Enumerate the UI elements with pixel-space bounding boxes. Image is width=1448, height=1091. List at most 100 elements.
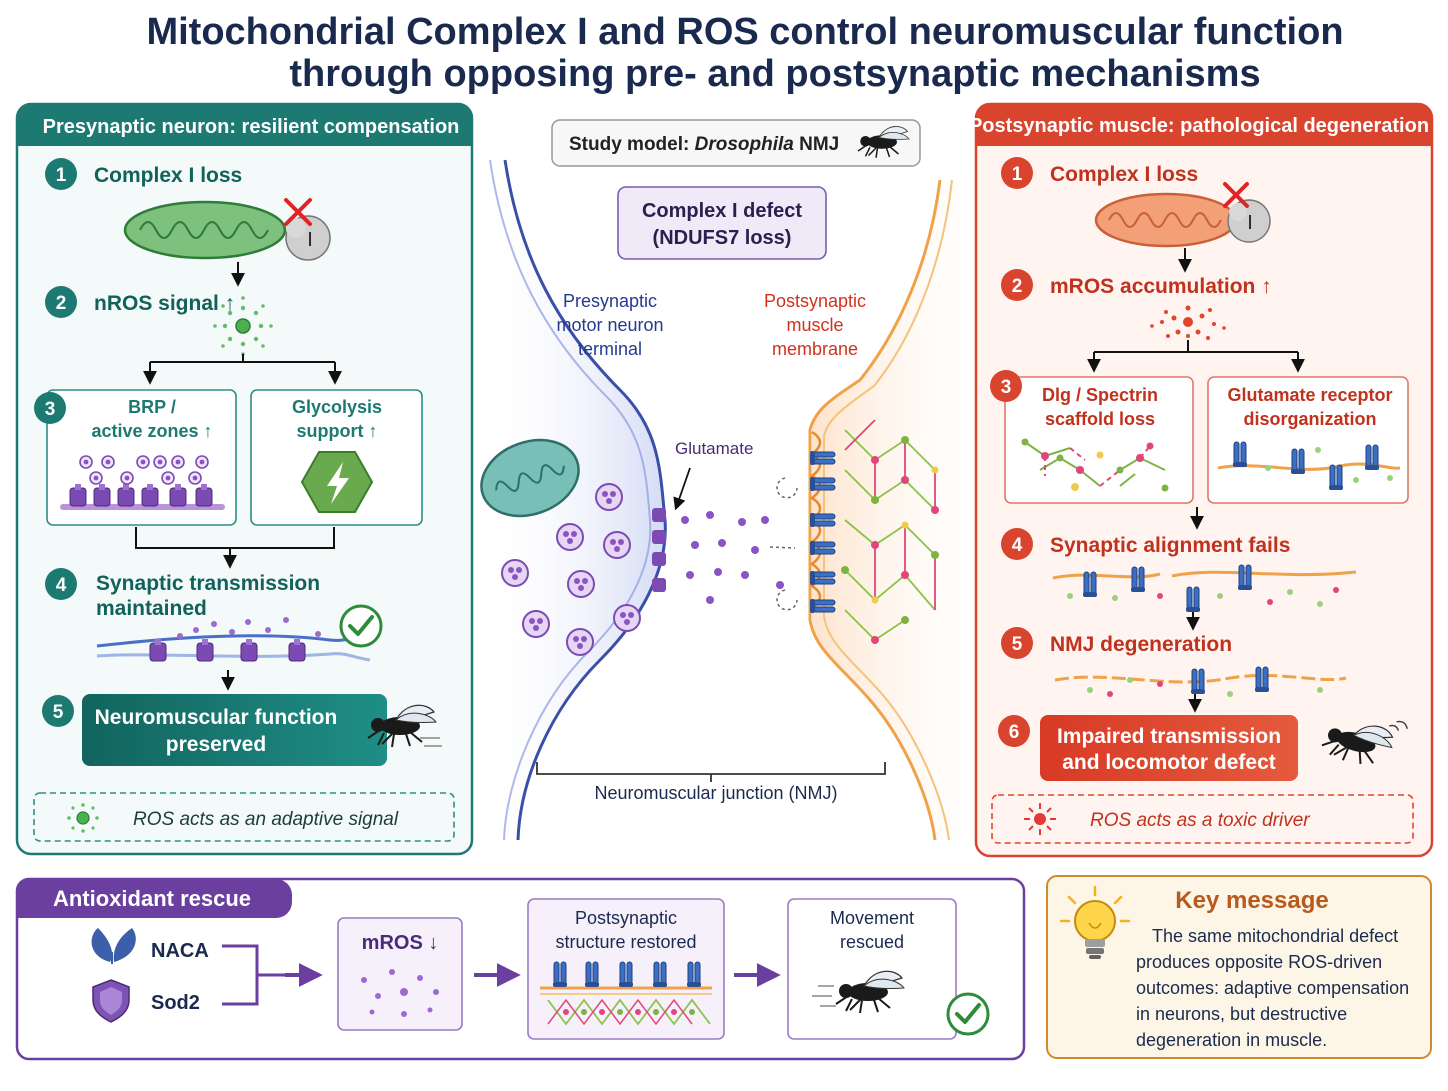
receptor-label-2: disorganization bbox=[1243, 409, 1376, 429]
post-complex-i-icon: I bbox=[1227, 199, 1271, 243]
post-outcome-line-2: and locomotor defect bbox=[1062, 751, 1276, 774]
pre-complex-label: I bbox=[307, 229, 313, 251]
scaffold-label-2: scaffold loss bbox=[1045, 409, 1155, 429]
post-step-3-num: 3 bbox=[1001, 377, 1012, 398]
rescue-header: Antioxidant rescue bbox=[53, 886, 251, 911]
scaffold-network bbox=[841, 419, 939, 644]
presynaptic-header: Presynaptic neuron: resilient compensati… bbox=[43, 116, 460, 138]
mros-burst-icon bbox=[1150, 305, 1226, 340]
post-step-3-badge bbox=[990, 370, 1022, 402]
check-icon bbox=[339, 604, 383, 648]
rescued-fly-icon bbox=[812, 970, 905, 1014]
brp-label-1: BRP / bbox=[128, 397, 176, 417]
release-arrows bbox=[769, 477, 798, 611]
pre-step-4-badge bbox=[45, 568, 77, 600]
post-step-4-badge bbox=[1001, 528, 1033, 560]
postsynaptic-header: Postsynaptic muscle: pathological degene… bbox=[969, 115, 1429, 137]
pre-step-5-num: 5 bbox=[53, 702, 64, 723]
degeneration-icon bbox=[1054, 666, 1347, 697]
pre-outcome-box bbox=[82, 694, 387, 766]
broken-scaffold-icon bbox=[1021, 438, 1169, 492]
pre-terminal-label-2: motor neuron bbox=[556, 315, 663, 335]
pre-step-4-num: 4 bbox=[56, 575, 67, 596]
movement-rescued-line-2: rescued bbox=[840, 932, 904, 952]
key-message-line-2: produces opposite ROS-driven bbox=[1136, 952, 1382, 972]
lightbulb-icon bbox=[1059, 885, 1131, 959]
center-nmj: Study model: Drosophila NMJ Complex I de… bbox=[480, 119, 1000, 841]
pre-step-1-label: Complex I loss bbox=[94, 164, 242, 187]
key-message-title: Key message bbox=[1175, 887, 1328, 914]
pre-step-2-badge bbox=[45, 286, 77, 318]
post-step-2-num: 2 bbox=[1012, 276, 1023, 297]
scaffold-loss-box bbox=[1004, 376, 1194, 504]
postsynaptic-panel: Postsynaptic muscle: pathological degene… bbox=[969, 102, 1434, 858]
title-line-1: Mitochondrial Complex I and ROS control … bbox=[146, 11, 1343, 53]
title-line-2: through opposing pre- and postsynaptic m… bbox=[289, 53, 1260, 95]
post-red-cross-icon bbox=[1223, 182, 1249, 208]
key-message-line-4: in neurons, but destructive bbox=[1136, 1004, 1347, 1024]
key-message-panel: Key message The same mitochondrial defec… bbox=[1046, 875, 1432, 1059]
scaffold-label-1: Dlg / Spectrin bbox=[1042, 385, 1158, 405]
post-outcome-line-1: Impaired transmission bbox=[1057, 725, 1281, 748]
rescue-agent-sod2: Sod2 bbox=[151, 992, 200, 1014]
rescue-panel: Antioxidant rescue NACA Sod2 mROS ↓ Post… bbox=[15, 877, 1026, 1061]
glycolysis-label-2: support ↑ bbox=[297, 421, 378, 441]
post-membrane-label-2: muscle bbox=[786, 315, 843, 335]
post-note-box bbox=[991, 794, 1414, 844]
glutamate-molecules bbox=[681, 511, 784, 604]
pre-outcome-line-2: preserved bbox=[166, 733, 266, 756]
nmj-bracket bbox=[536, 762, 886, 782]
post-membrane-label-1: Postsynaptic bbox=[764, 291, 866, 311]
pre-outcome-line-1: Neuromuscular function bbox=[95, 706, 338, 729]
brp-label-2: active zones ↑ bbox=[91, 421, 212, 441]
mitochondrion-icon bbox=[123, 200, 287, 260]
mros-down-box bbox=[337, 917, 463, 1031]
leaf-icon bbox=[91, 928, 136, 964]
post-step-1-badge bbox=[1001, 157, 1033, 189]
presynaptic-panel: Presynaptic neuron: resilient compensati… bbox=[15, 102, 474, 856]
post-step-5-num: 5 bbox=[1012, 634, 1023, 655]
center-mitochondrion-icon bbox=[480, 438, 580, 518]
reduced-ros-dots bbox=[361, 969, 439, 1017]
pre-step-3-badge bbox=[34, 392, 66, 424]
structure-restored-line-1: Postsynaptic bbox=[575, 908, 677, 928]
key-message-line-5: degeneration in muscle. bbox=[1136, 1030, 1327, 1050]
adaptive-signal-icon bbox=[67, 803, 99, 833]
receptor-disorg-box bbox=[1207, 376, 1409, 504]
pre-terminal-label-3: terminal bbox=[578, 339, 642, 359]
pre-note-box bbox=[33, 792, 455, 842]
pre-step-2-num: 2 bbox=[56, 293, 67, 314]
post-outcome-box bbox=[1040, 715, 1298, 781]
glycolysis-label-1: Glycolysis bbox=[292, 397, 382, 417]
post-step-2-badge bbox=[1001, 269, 1033, 301]
restored-synapse-icon bbox=[540, 961, 712, 1026]
energy-hexagon-icon bbox=[300, 451, 374, 513]
pre-terminal-label-1: Presynaptic bbox=[563, 291, 657, 311]
post-mitochondrion-icon bbox=[1094, 192, 1238, 248]
defect-line-1: Complex I defect bbox=[642, 200, 802, 222]
study-model-box bbox=[551, 119, 921, 167]
synaptic-vesicles bbox=[501, 483, 666, 656]
impaired-fly-icon bbox=[1318, 712, 1408, 773]
post-note: ROS acts as a toxic driver bbox=[1090, 810, 1310, 831]
post-step-1-label: Complex I loss bbox=[1050, 163, 1198, 186]
pre-step-4-label-2: maintained bbox=[96, 597, 207, 620]
red-cross-icon bbox=[284, 198, 312, 226]
structure-restored-box bbox=[527, 898, 725, 1040]
key-message-line-1: The same mitochondrial defect bbox=[1152, 926, 1398, 946]
post-step-5-label: NMJ degeneration bbox=[1050, 633, 1232, 656]
defect-line-2: (NDUFS7 loss) bbox=[653, 227, 792, 249]
pre-note: ROS acts as an adaptive signal bbox=[133, 809, 399, 830]
post-complex-label: I bbox=[1247, 212, 1253, 234]
movement-rescued-box bbox=[787, 898, 957, 1040]
post-step-4-num: 4 bbox=[1012, 535, 1023, 556]
toxic-driver-icon bbox=[1024, 803, 1056, 835]
pre-step-2-label: nROS signal ↑ bbox=[94, 292, 235, 315]
pre-step-1-num: 1 bbox=[56, 165, 67, 186]
complex-i-icon: I bbox=[285, 215, 331, 261]
pre-step-1-badge bbox=[45, 158, 77, 190]
post-step-5-badge bbox=[1001, 627, 1033, 659]
glutamate-label: Glutamate bbox=[675, 439, 753, 458]
nmj-label: Neuromuscular junction (NMJ) bbox=[594, 783, 837, 803]
